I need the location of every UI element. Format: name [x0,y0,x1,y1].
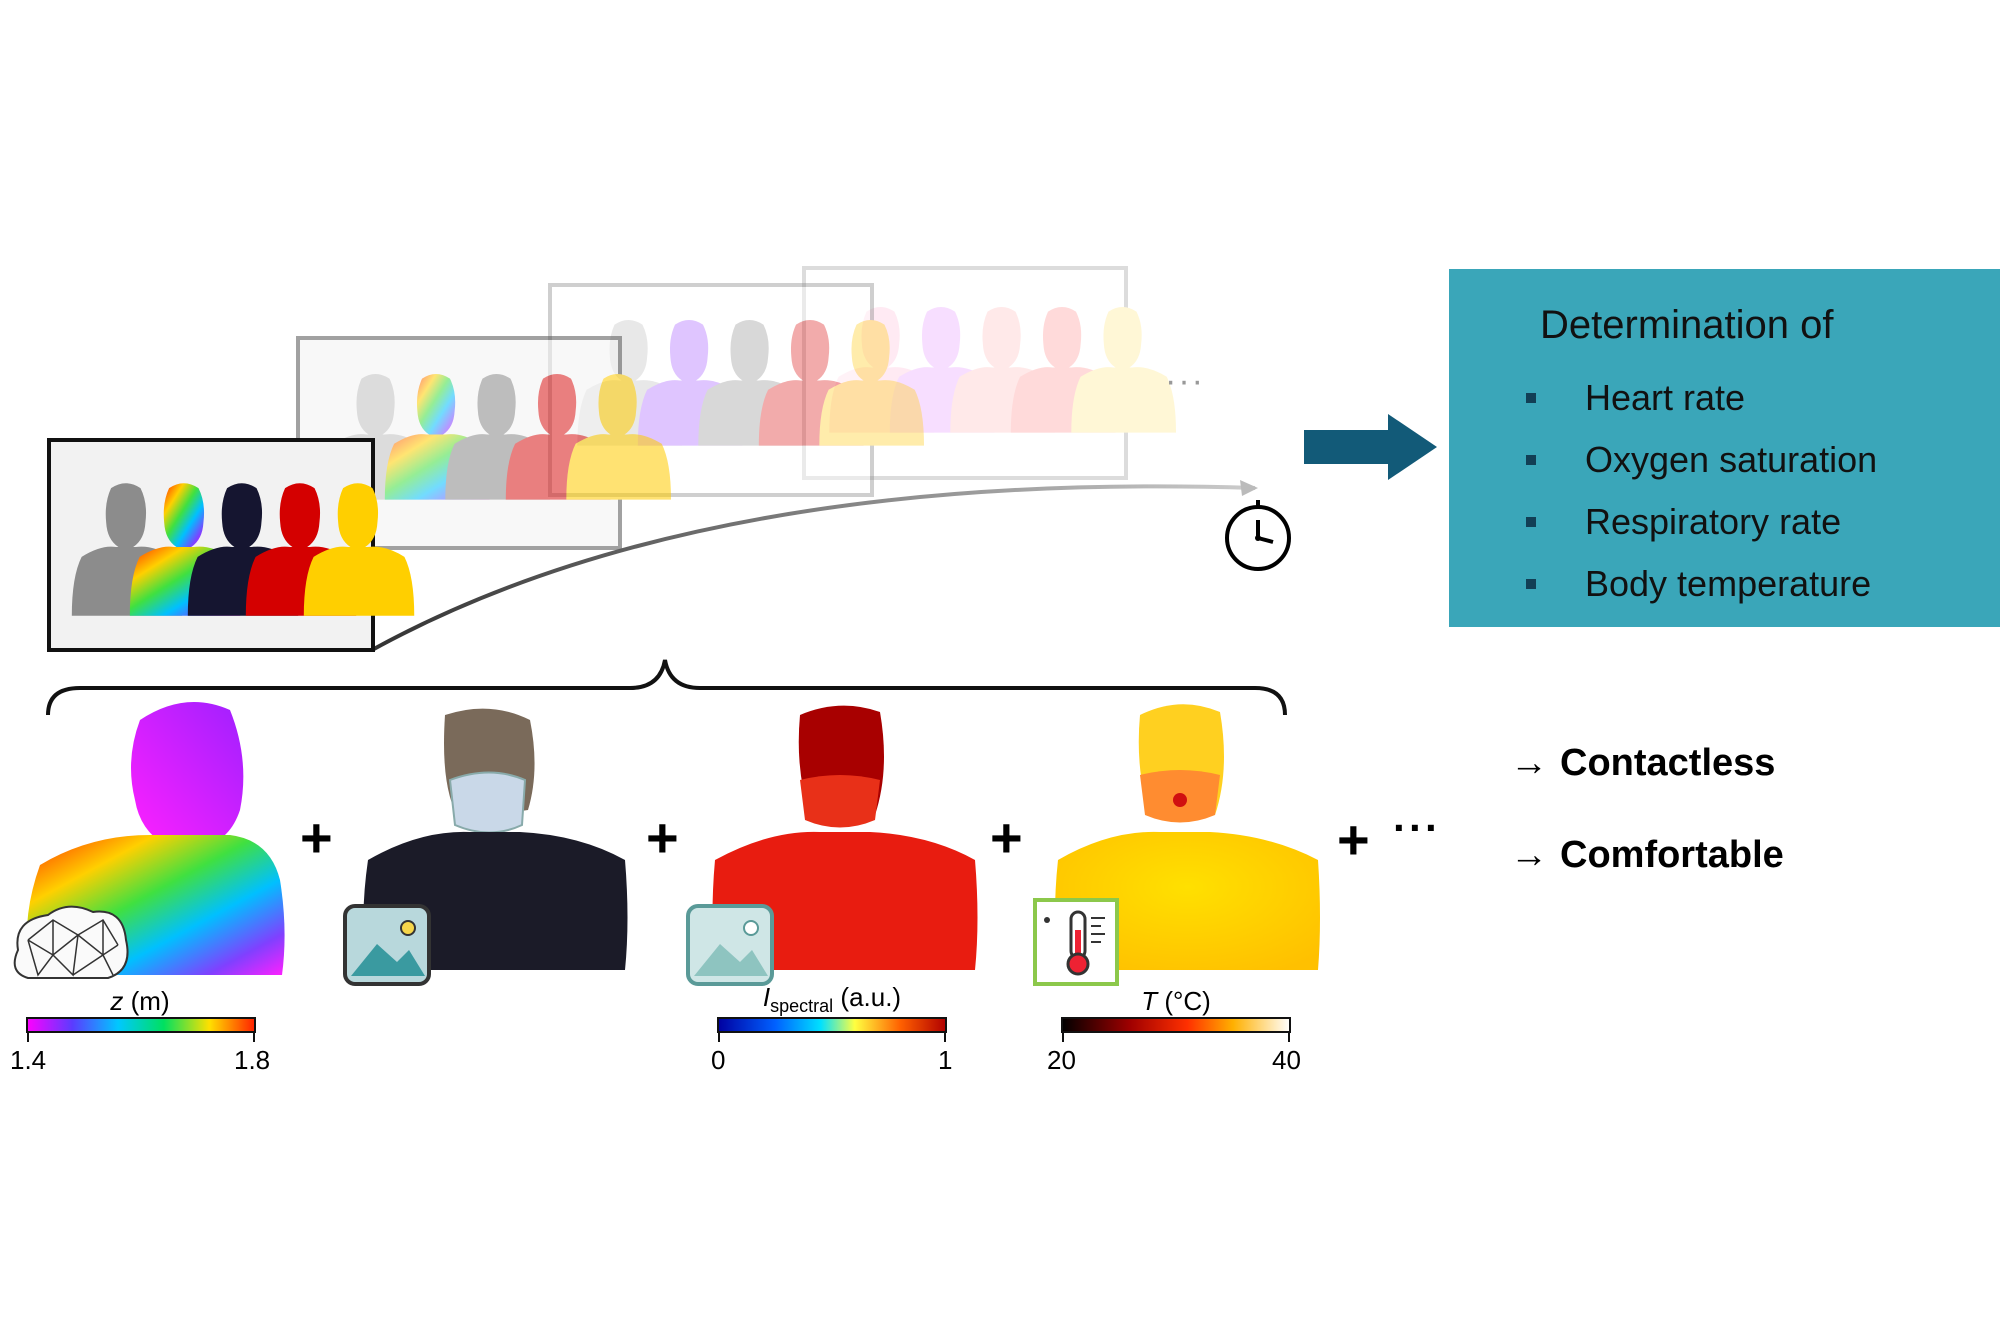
thermometer-icon [1033,898,1119,986]
bullet-icon [1526,579,1536,589]
colorbar-depth [26,1017,256,1042]
time-curve [371,484,1256,652]
result-arrow [1304,414,1437,480]
spectral-image [712,705,978,970]
colorbar-thermal-max: 40 [1272,1045,1301,1075]
thermal-image [1055,704,1320,970]
grouping-brace [46,659,1287,716]
bullet-icon [1526,517,1536,527]
colorbar-spectral-max: 1 [938,1045,953,1075]
more-modalities-ellipsis: ··· [1393,804,1441,851]
list-item: Body temperature [1526,553,2000,615]
colorbar-depth-max: 1.8 [234,1045,271,1075]
arrow-right-icon: → [1510,742,1548,784]
bullet-icon [1526,455,1536,465]
list-item: Oxygen saturation [1526,429,2000,491]
colorbar-thermal-min: 20 [1047,1045,1076,1075]
colorbar-spectral [717,1017,947,1042]
list-item: Heart rate [1526,367,2000,429]
plus-sign: + [300,806,333,869]
arrow-right-icon: → [1510,834,1548,876]
vital-signs-list: Heart rate Oxygen saturation Respiratory… [1526,367,2000,615]
colorbar-depth-label: z (m) [110,986,170,1016]
spectral-image-icon [686,904,774,986]
point-cloud-icon [13,905,129,979]
frames-ellipsis: ··· [1165,362,1205,400]
benefit-contactless: →Contactless [1510,742,1776,784]
benefit-comfortable: →Comfortable [1510,834,1784,876]
colorbar-depth-min: 1.4 [10,1045,47,1075]
time-arrowhead [1240,480,1258,496]
plus-sign: + [990,806,1023,869]
image-icon [343,904,431,986]
colorbar-thermal-label: T (°C) [1141,986,1211,1016]
colorbar-thermal [1061,1017,1291,1042]
list-item: Respiratory rate [1526,491,2000,553]
colorbar-spectral-label: Ispectral (a.u.) [762,982,902,1017]
plus-sign: + [1337,808,1370,871]
vital-signs-box: Determination of Heart rate Oxygen satur… [1449,269,2000,627]
infobox-title: Determination of [1540,303,1834,347]
colorbar-spectral-min: 0 [711,1045,726,1075]
plus-sign: + [646,806,679,869]
bullet-icon [1526,393,1536,403]
clock-icon [1225,500,1291,571]
frame-1 [47,438,415,652]
